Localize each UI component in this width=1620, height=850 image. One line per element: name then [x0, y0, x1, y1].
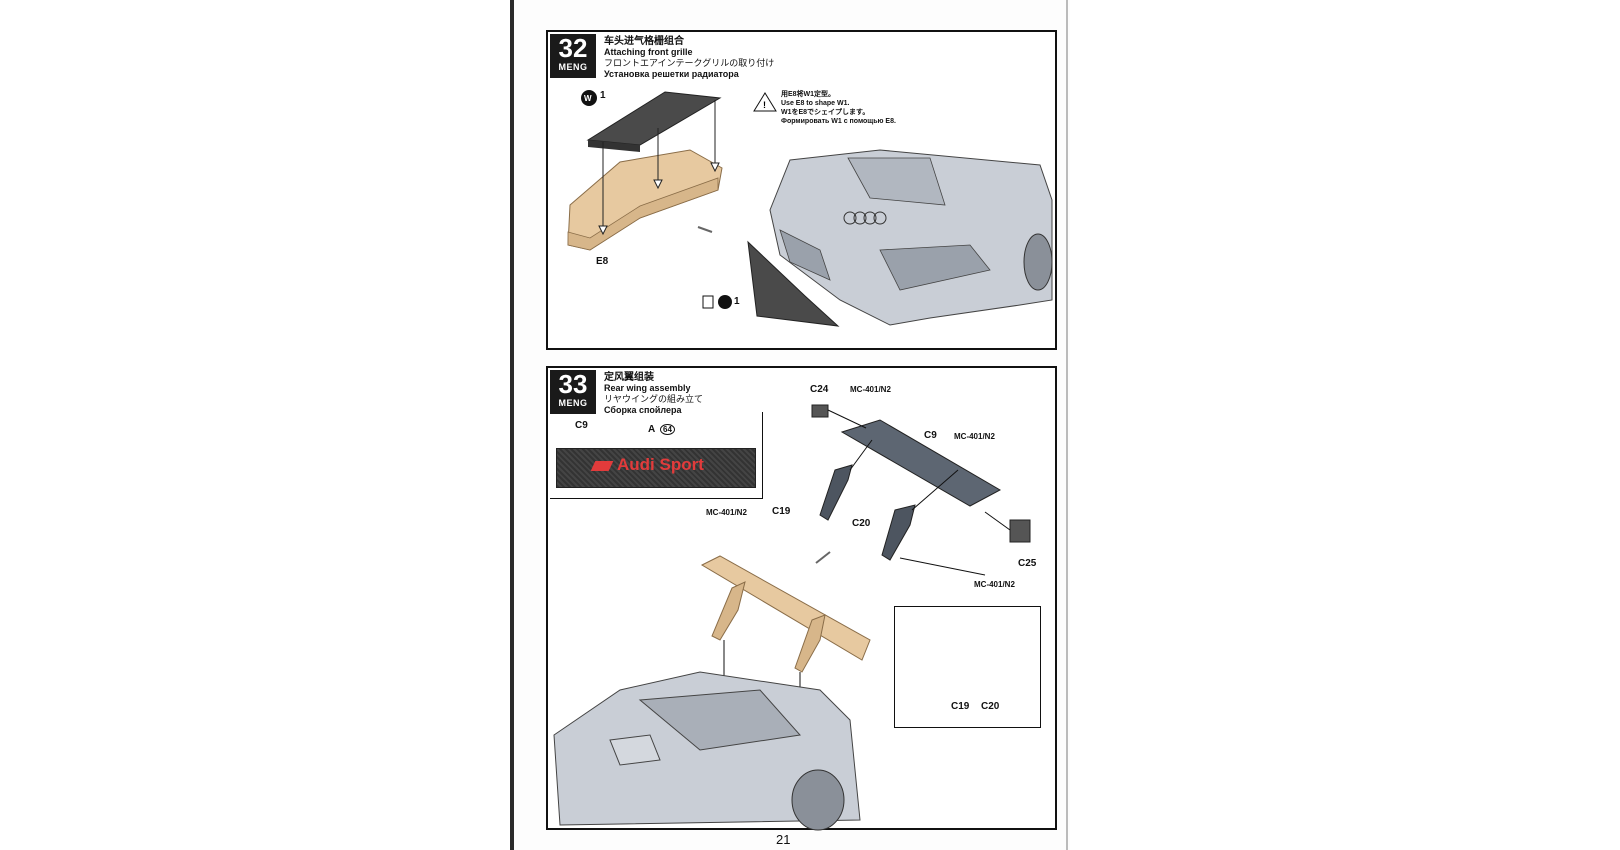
assembly-arrows-32 — [598, 100, 720, 236]
title-zh: 定风翼组装 — [604, 372, 654, 383]
part-c25 — [1009, 519, 1031, 543]
brand-logo: MENG — [558, 62, 588, 72]
inset-detail: C19 C20 — [894, 606, 1041, 728]
part-c20 — [881, 504, 916, 561]
paint-icon — [702, 295, 714, 309]
note-ja: W1をE8でシェイプします。 — [781, 109, 870, 116]
page-edge — [1066, 0, 1068, 850]
part-e8-illustration — [567, 149, 723, 251]
title-en: Rear wing assembly — [604, 383, 691, 393]
title-en: Attaching front grille — [604, 47, 693, 57]
w1-on-car — [747, 240, 840, 327]
step-33-badge: 33 MENG — [550, 370, 596, 414]
label-c25-paint: MC-401/N2 — [974, 580, 1015, 589]
label-e8: E8 — [596, 256, 609, 267]
step-33-titles: 定风翼组装 Rear wing assembly リヤウイングの組み立て Сбо… — [604, 372, 703, 416]
svg-text:W: W — [584, 94, 592, 103]
audi-sport-decal: Audi Sport — [556, 448, 756, 488]
direction-arrow-33 — [815, 551, 831, 564]
title-ru: Установка решетки радиатора — [604, 69, 739, 79]
label-c9: C9 — [924, 430, 937, 441]
wing-jig-illustration — [700, 555, 871, 673]
label-decal-c9: C9 — [575, 420, 588, 431]
part-c19 — [819, 464, 853, 521]
svg-text:!: ! — [763, 100, 766, 110]
caution-icon — [753, 92, 777, 112]
brand-logo: MENG — [558, 398, 588, 408]
car-rear-illustration — [553, 671, 861, 831]
label-c24-paint: MC-401/N2 — [850, 385, 891, 394]
note-zh: 用E8将W1定型。 — [781, 91, 836, 98]
label-c20: C20 — [852, 518, 871, 529]
car-front-illustration — [769, 149, 1053, 326]
part-c9-wing — [840, 419, 1002, 507]
label-c24: C24 — [810, 384, 829, 395]
binder-edge — [510, 0, 514, 850]
part-w1-mesh — [586, 91, 722, 152]
step-32-badge: 32 MENG — [550, 34, 596, 78]
title-ru: Сборка спойлера — [604, 405, 682, 415]
decal-frame — [550, 412, 763, 499]
note-en: Use E8 to shape W1. — [781, 100, 850, 107]
title-ja: リヤウイングの組み立て — [604, 394, 704, 404]
assembly-lines-33 — [827, 409, 1011, 576]
sponsor-text: Audi Sport — [617, 455, 704, 474]
title-zh: 车头进气格栅组合 — [604, 36, 684, 47]
audi-sport-mark-icon — [590, 461, 614, 471]
part-c24 — [811, 404, 829, 418]
label-w1: 1 — [600, 90, 606, 101]
page-number: 21 — [776, 832, 791, 847]
label-w1-bottom: 1 — [734, 296, 740, 307]
inset-label-c19: C19 — [951, 701, 970, 712]
note-ru: Формировать W1 с помощью E8. — [781, 118, 896, 125]
label-c9-paint: MC-401/N2 — [954, 432, 995, 441]
step-32-note: 用E8将W1定型。 Use E8 to shape W1. W1をE8でシェイプ… — [781, 90, 896, 126]
step-number: 32 — [558, 33, 588, 63]
title-ja: フロントエアインテークグリルの取り付け — [604, 58, 775, 68]
label-decal-a: A — [648, 424, 656, 435]
inset-label-c20: C20 — [981, 701, 1000, 712]
label-decal-num: 64 — [660, 424, 675, 435]
direction-arrow — [697, 226, 713, 233]
label-c19-paint: MC-401/N2 — [706, 508, 747, 517]
part-w1-marker-bottom — [718, 295, 732, 309]
label-c25: C25 — [1018, 558, 1037, 569]
label-c19: C19 — [772, 506, 791, 517]
step-32-titles: 车头进气格栅组合 Attaching front grille フロントエアイン… — [604, 36, 774, 80]
part-w1-marker — [581, 90, 597, 106]
step-number: 33 — [558, 369, 588, 399]
